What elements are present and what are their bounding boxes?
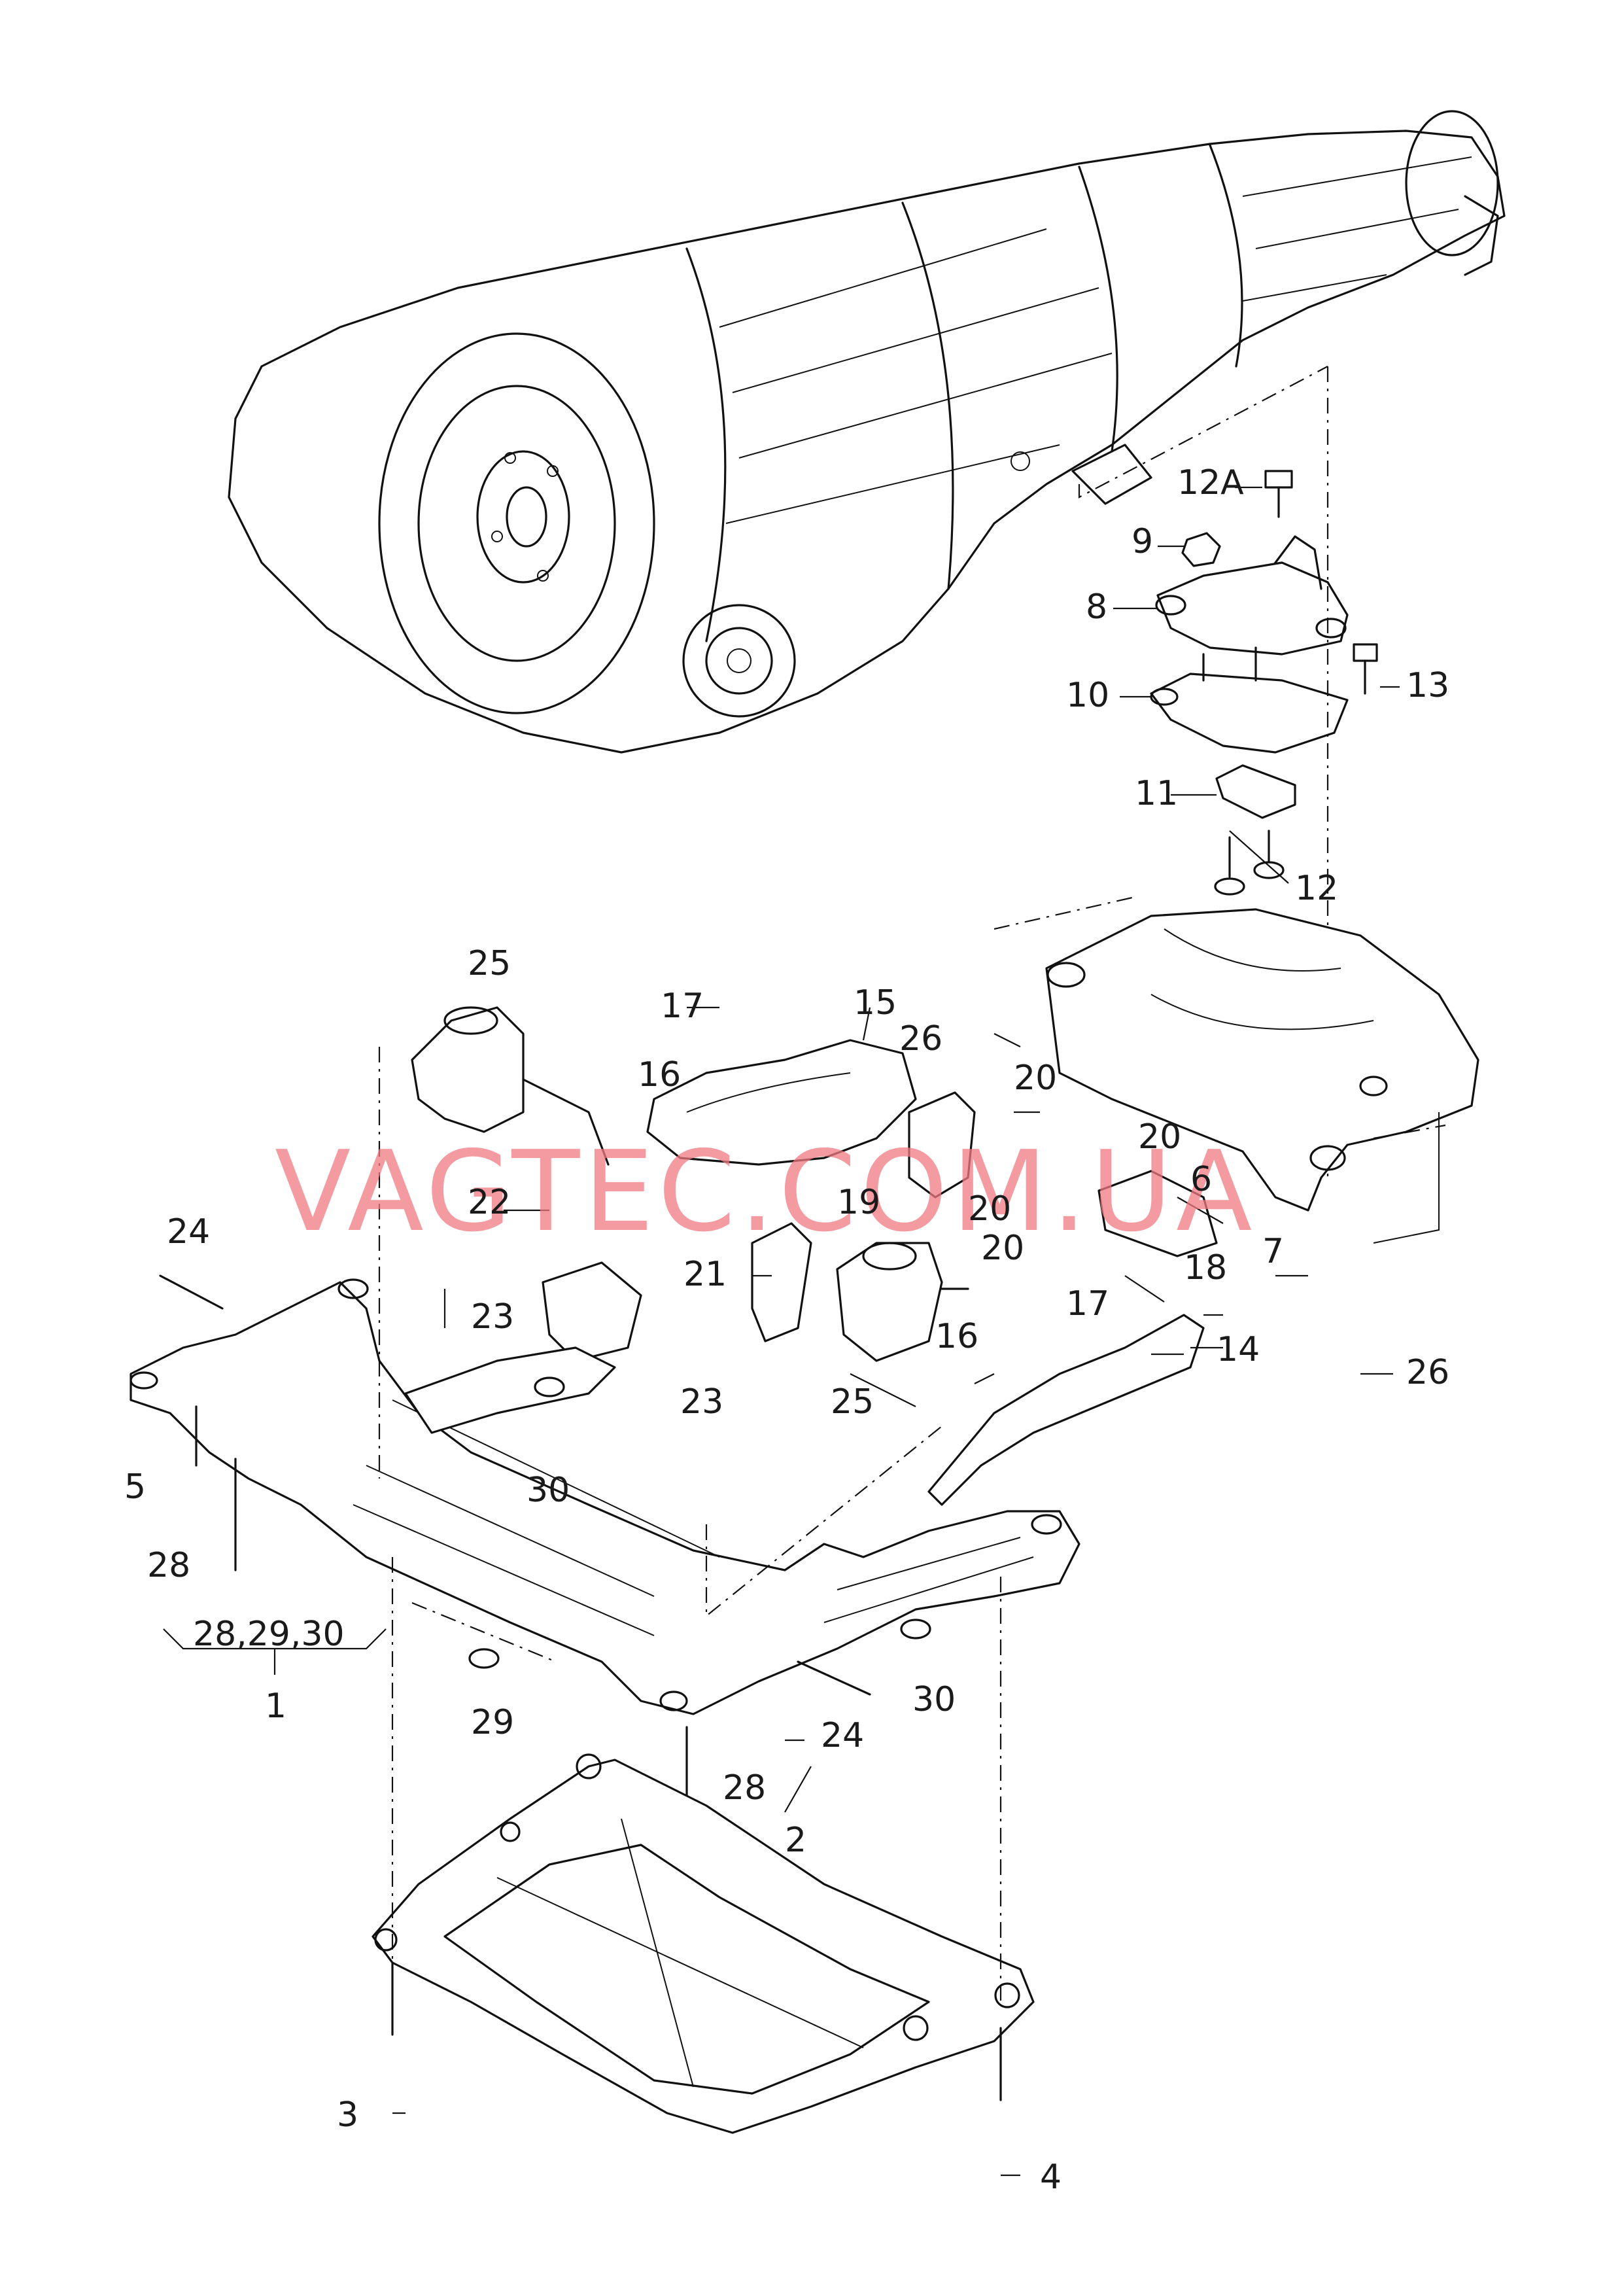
callout-12: 12 [1295,869,1338,908]
callout-9: 9 [1132,522,1153,561]
callout-6: 6 [1190,1160,1212,1199]
callout-3: 3 [337,2095,358,2135]
callout-21: 21 [683,1255,727,1294]
callout-5: 5 [124,1467,146,1507]
callout-16-top: 16 [638,1055,681,1095]
nut-icon [1181,532,1221,567]
callout-23-mid: 23 [680,1382,723,1422]
transmission-assembly [228,110,1506,754]
callout-26-right: 26 [1406,1353,1449,1392]
callout-20-d: 20 [981,1229,1024,1268]
callout-13: 13 [1406,666,1449,705]
sleeve-icon [468,1648,500,1669]
callout-10: 10 [1066,676,1109,715]
callout-20-a: 20 [1014,1059,1057,1098]
sleeve-icon [534,1376,565,1397]
callout-30-mid: 30 [912,1680,956,1719]
callout-20-b: 20 [1138,1117,1181,1157]
leader-lines [163,486,1400,2177]
callout-25-mid: 25 [831,1382,874,1422]
transmission-mount-stack [1078,366,1378,1178]
callout-20-c: 20 [968,1189,1011,1229]
callout-18: 18 [1184,1248,1227,1288]
heat-shields [646,1039,1218,1506]
transmission-crossmember [993,895,1479,1244]
callout-24-mid: 24 [821,1716,864,1755]
callout-7: 7 [1262,1232,1284,1271]
callout-1: 1 [265,1687,286,1726]
callout-4: 4 [1040,2158,1062,2197]
callout-24-left: 24 [167,1212,210,1252]
callout-26-top: 26 [899,1019,942,1059]
callout-19: 19 [837,1183,880,1222]
bolt-icon [1264,470,1293,489]
callout-2: 2 [785,1821,806,1860]
callouts: 12A 9 8 10 13 11 12 25 17 15 26 16 20 20… [124,463,1449,2197]
watermark: VAGTEC.COM.UA [275,1127,1256,1257]
bolt-head-icon [1214,877,1245,896]
callout-17-mid: 17 [1066,1284,1109,1323]
brace-plate [371,1557,1035,2134]
callout-11: 11 [1135,774,1178,813]
subframe [130,1047,1080,1813]
callout-30-left: 30 [527,1471,570,1510]
callout-22: 22 [468,1183,511,1222]
callout-8: 8 [1086,587,1107,627]
callout-15: 15 [854,983,897,1023]
bolt-icon [1353,643,1378,662]
callout-28-29-30-group: 28,29,30 [193,1615,345,1654]
callout-29: 29 [471,1703,514,1742]
callout-28-mid: 28 [723,1768,766,1808]
callout-14: 14 [1217,1330,1260,1369]
callout-12a: 12A [1177,463,1244,502]
callout-16-mid: 16 [935,1317,978,1356]
engine-mounts [411,1006,969,1362]
callout-23-left: 23 [471,1297,514,1337]
sleeve-icon [900,1619,931,1639]
callout-17-top: 17 [661,987,704,1026]
bolt-head-icon [1253,861,1285,879]
callout-25-top: 25 [468,944,511,983]
callout-28-left: 28 [147,1546,190,1585]
